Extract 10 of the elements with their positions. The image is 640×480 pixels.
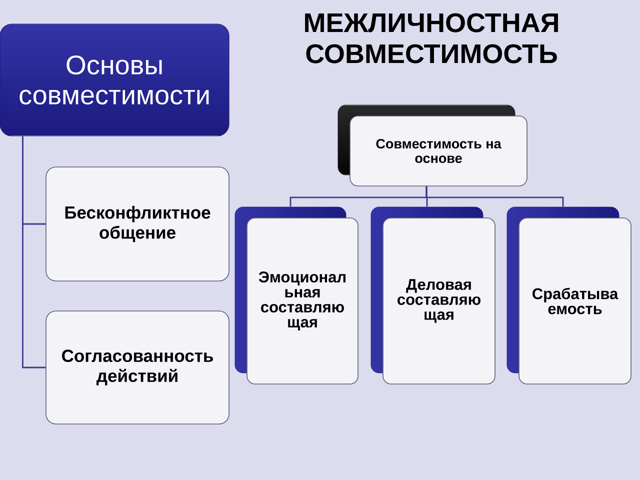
header-box: Основы совместимости <box>0 24 230 136</box>
rounded-box: Бесконфликтное общение <box>46 166 230 282</box>
card-box: Срабатыва емость <box>506 206 632 384</box>
header-box: Совместимость на основе <box>338 104 528 186</box>
card-box: Эмоционал ьная составляю щая <box>234 206 358 384</box>
rounded-box: Согласованность действий <box>46 310 230 424</box>
connector-line <box>426 186 564 207</box>
title: МЕЖЛИЧНОСТНАЯ СОВМЕСТИМОСТЬ <box>305 13 558 64</box>
connector-line <box>22 136 46 368</box>
card-box: Деловая составляю щая <box>370 206 496 384</box>
